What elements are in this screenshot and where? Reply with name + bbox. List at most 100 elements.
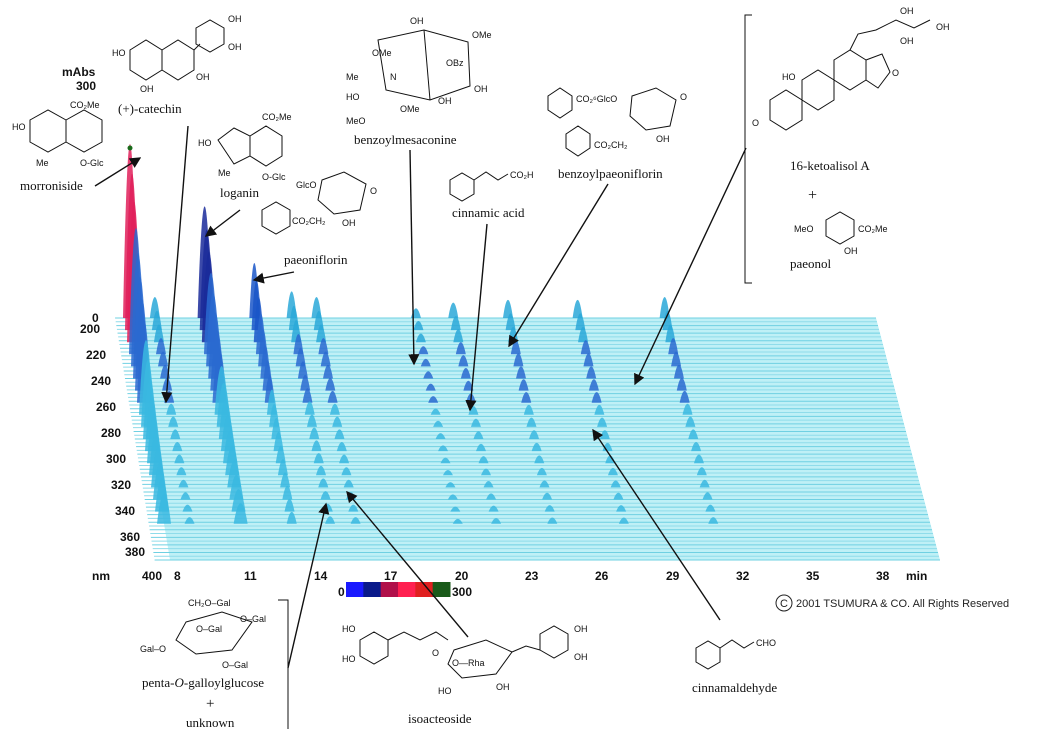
wavelength-tick-240: 240 (91, 374, 111, 388)
svg-text:OH: OH (474, 84, 488, 94)
svg-text:HO: HO (198, 138, 212, 148)
copyright-text: 2001 TSUMURA & CO. All Rights Reserved (796, 598, 1009, 610)
peak-slice (544, 505, 555, 512)
peak-slice (473, 431, 484, 439)
peak-slice (575, 313, 586, 331)
peak-slice (521, 392, 532, 403)
peak-slice (329, 403, 340, 415)
svg-text:OH: OH (196, 72, 210, 82)
peak-cinnamaldehyde (572, 299, 629, 524)
peak-slice (316, 465, 327, 476)
svg-text:HO: HO (782, 72, 796, 82)
peak-slice (534, 455, 545, 464)
peak-slice (438, 445, 449, 452)
peak-slice (583, 353, 594, 367)
wavelength-tick-300: 300 (106, 452, 126, 466)
peak-slice (318, 338, 329, 355)
svg-text:Gal–O: Gal–O (140, 644, 166, 654)
time-tick-35: 35 (806, 569, 820, 583)
peak-slice (182, 504, 193, 512)
svg-text:OH: OH (844, 246, 858, 256)
svg-text:O-Glc: O-Glc (262, 172, 286, 182)
arrow-cinnamaldehyde (592, 428, 721, 621)
peak-slice (316, 324, 327, 343)
arrow-catechin (161, 125, 189, 404)
svg-text:HO: HO (346, 92, 360, 102)
peak-slice (578, 326, 589, 343)
peak-slice (594, 404, 605, 415)
peak-slice (460, 367, 471, 379)
label-isoacteoside: isoacteoside (408, 711, 472, 726)
peak-slice (696, 467, 707, 476)
peak-slice (536, 467, 547, 476)
svg-text:O–Gal: O–Gal (196, 624, 222, 634)
peak-slice (547, 517, 558, 524)
svg-text:O: O (680, 92, 687, 102)
y-axis-unit: mAbs (62, 65, 96, 79)
label-paeonol: paeonol (790, 256, 832, 271)
peak-slice (300, 374, 311, 391)
wavelength-tick-360: 360 (120, 530, 140, 544)
label-morroniside: morroniside (20, 178, 83, 193)
colorbar-min: 0 (338, 585, 345, 599)
wavelength-ticks: 200 220 240 260 280 300 320 340 360 380 … (80, 322, 162, 583)
peak-slice (597, 417, 608, 427)
peak-slice (455, 342, 466, 355)
peak-slice (586, 366, 597, 379)
svg-text:OH: OH (574, 652, 588, 662)
arrow-cinnamic-acid (465, 223, 488, 412)
peak-slice (327, 390, 338, 403)
peak-slice (180, 492, 191, 500)
wavelength-traces (115, 317, 940, 561)
peak-slice (702, 492, 713, 500)
peak-slice (452, 518, 463, 524)
peak-slice (170, 429, 181, 439)
peak-slice (705, 504, 716, 512)
svg-text:Me: Me (218, 168, 231, 178)
peak-slice (174, 454, 185, 464)
time-tick-26: 26 (595, 569, 609, 583)
label-loganin: loganin (220, 185, 259, 200)
svg-text:O–Gal: O–Gal (240, 614, 266, 624)
svg-text:HO: HO (438, 686, 452, 696)
wavelength-tick-320: 320 (111, 478, 131, 492)
peak-slice (486, 493, 497, 500)
peak-slice (445, 482, 456, 488)
wavelength-tick-220: 220 (86, 348, 106, 362)
time-tick-23: 23 (525, 569, 539, 583)
structure-ketoalisol: O HO O OH OH OH (752, 6, 950, 131)
peak-slice (475, 443, 486, 452)
structure-pgg: CH₂O–Gal O–Gal O–Gal Gal–O O–Gal (140, 598, 266, 670)
peak-slice (280, 472, 291, 488)
svg-text:OH: OH (438, 96, 452, 106)
svg-text:Me: Me (36, 158, 49, 168)
svg-text:OH: OH (496, 682, 510, 692)
peak-slice (178, 479, 189, 488)
arrow-benzoylpaeoniflorin (508, 183, 609, 348)
peak-slice (523, 404, 534, 415)
peak-slice (685, 416, 696, 427)
peak-slice (665, 324, 676, 343)
y-axis-max: 300 (76, 79, 96, 93)
arrow-ketoalisol (634, 147, 747, 386)
peak-slice (313, 453, 324, 464)
peak-slice (668, 338, 679, 355)
peak-slice (332, 416, 343, 427)
peak-slice (699, 479, 710, 488)
time-tick-29: 29 (666, 569, 680, 583)
peak-slice (607, 467, 618, 476)
svg-text:CH₂O–Gal: CH₂O–Gal (188, 598, 231, 608)
label-cinnamaldehyde: cinnamaldehyde (692, 680, 777, 695)
peak-slice (304, 401, 315, 415)
peak-slice (428, 396, 439, 403)
wavelength-tick-280: 280 (101, 426, 121, 440)
svg-text:MeO: MeO (346, 116, 366, 126)
svg-text:CO₂H: CO₂H (510, 170, 534, 180)
peak-slice (153, 324, 164, 343)
colorbar-segment (346, 582, 364, 597)
peak-slice (513, 353, 524, 367)
svg-text:HO: HO (12, 122, 26, 132)
peak-paeoniflorin (249, 263, 297, 524)
